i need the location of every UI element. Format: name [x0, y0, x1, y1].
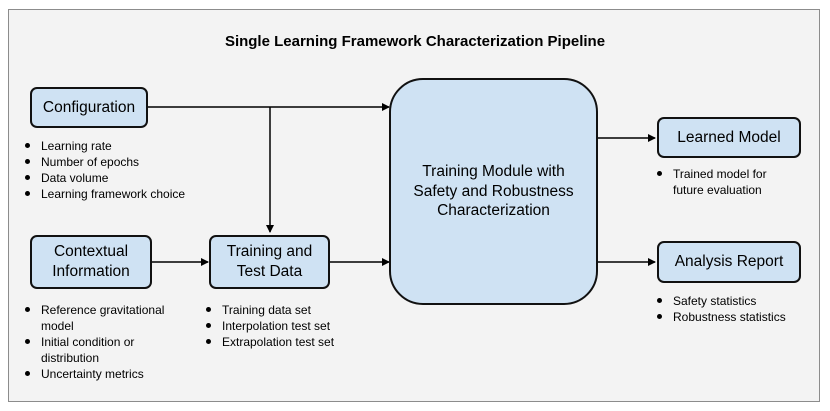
contextual-information-node: Contextual Information	[30, 235, 152, 289]
training-test-data-node: Training and Test Data	[209, 235, 330, 289]
list-item: Data volume	[23, 170, 223, 186]
learned-model-bullets: Trained model for future evaluation	[655, 166, 790, 198]
list-item: Learning rate	[23, 138, 223, 154]
training-module-node: Training Module with Safety and Robustne…	[389, 78, 598, 305]
learned-model-node: Learned Model	[657, 117, 801, 158]
training-module-label-line1: Training Module with	[422, 162, 565, 180]
analysis-report-label: Analysis Report	[674, 253, 784, 271]
list-item: Safety statistics	[655, 293, 815, 309]
contextual-bullets: Reference gravitational model Initial co…	[23, 302, 168, 382]
configuration-bullets: Learning rate Number of epochs Data volu…	[23, 138, 223, 202]
list-item: Trained model for future evaluation	[655, 166, 790, 198]
training-data-label-line2: Test Data	[236, 263, 303, 280]
list-item: Reference gravitational model	[23, 302, 168, 334]
training-data-bullets: Training data set Interpolation test set…	[204, 302, 374, 350]
list-item: Uncertainty metrics	[23, 366, 168, 382]
list-item: Extrapolation test set	[204, 334, 374, 350]
configuration-label: Configuration	[42, 98, 136, 116]
analysis-report-bullets: Safety statistics Robustness statistics	[655, 293, 815, 325]
contextual-label-line2: Information	[52, 263, 130, 280]
analysis-report-node: Analysis Report	[657, 241, 801, 283]
training-data-label-line1: Training and	[226, 243, 313, 261]
contextual-label-line1: Contextual	[53, 243, 129, 261]
training-module-label-line2: Safety and Robustness	[413, 182, 574, 200]
list-item: Interpolation test set	[204, 318, 374, 334]
list-item: Number of epochs	[23, 154, 223, 170]
list-item: Training data set	[204, 302, 374, 318]
list-item: Learning framework choice	[23, 186, 223, 202]
configuration-node: Configuration	[30, 87, 148, 128]
list-item: Initial condition or distribution	[23, 334, 168, 366]
list-item: Robustness statistics	[655, 309, 815, 325]
training-module-label-line3: Characterization	[437, 202, 550, 220]
learned-model-label: Learned Model	[677, 128, 781, 146]
diagram-title: Single Learning Framework Characterizati…	[224, 33, 606, 50]
